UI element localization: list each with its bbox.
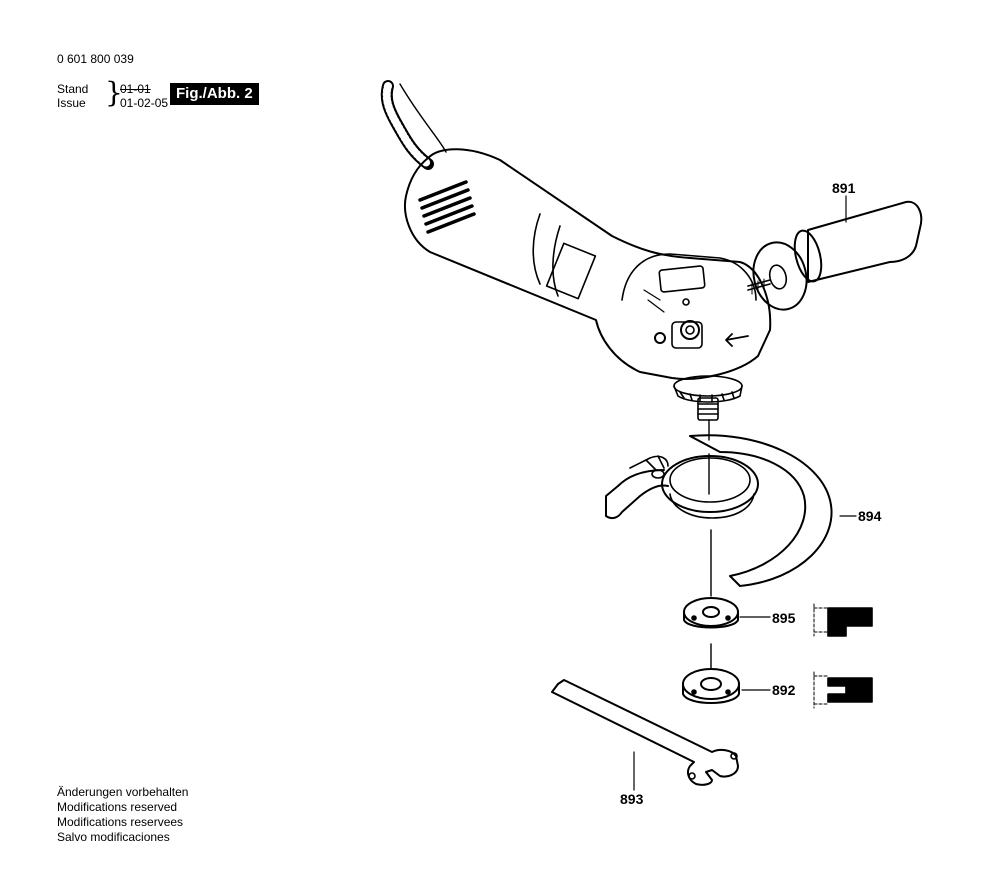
modification-notes: Änderungen vorbehalten Modifications res… xyxy=(57,785,188,845)
flange-895 xyxy=(683,597,739,629)
callout-895: 895 xyxy=(772,610,796,626)
callout-894: 894 xyxy=(858,508,882,524)
note-en: Modifications reserved xyxy=(57,800,178,814)
issue-label: Issue xyxy=(57,96,86,110)
stand-label: Stand xyxy=(57,82,89,96)
part-number: 0 601 800 039 xyxy=(57,52,134,66)
figure-badge: Fig./Abb. 2 xyxy=(170,83,259,105)
spanner-893 xyxy=(551,679,739,786)
nut-892 xyxy=(682,668,740,704)
issue-date: 01-02-05 xyxy=(120,96,169,110)
side-handle-891 xyxy=(747,200,923,311)
stand-date: 01-01 xyxy=(120,82,151,96)
flange-895-section xyxy=(813,603,873,637)
note-fr: Modifications reservees xyxy=(57,815,184,829)
callout-893: 893 xyxy=(620,791,644,807)
power-cord xyxy=(380,80,447,170)
grinder-body xyxy=(404,148,772,421)
note-es: Salvo modificaciones xyxy=(57,830,170,844)
note-de: Änderungen vorbehalten xyxy=(57,785,189,799)
brace-glyph: } xyxy=(105,76,123,109)
callout-892: 892 xyxy=(772,682,796,698)
callout-891: 891 xyxy=(832,180,856,196)
guard-894 xyxy=(605,434,833,587)
nut-892-section xyxy=(813,671,873,709)
